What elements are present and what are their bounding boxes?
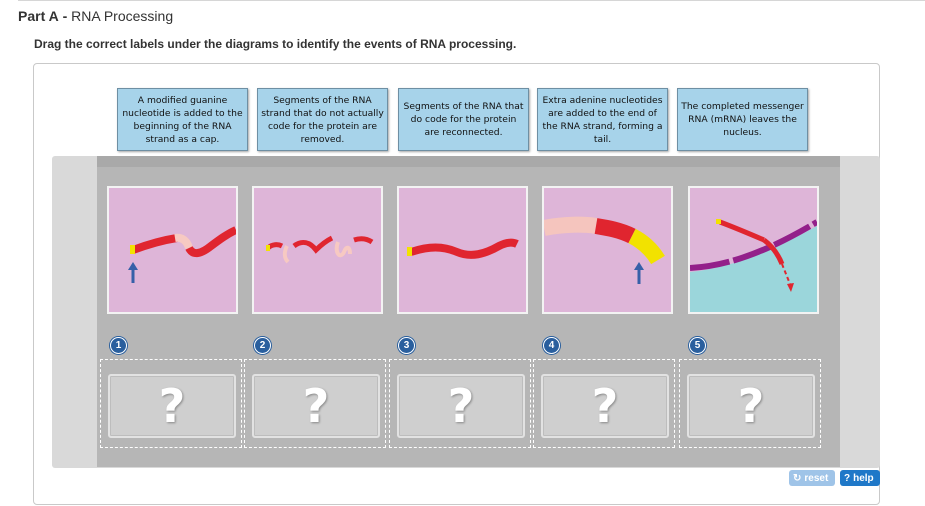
drop-slot[interactable]: ? <box>108 374 236 438</box>
drop-slot[interactable]: ? <box>541 374 669 438</box>
help-icon: ? <box>844 472 851 484</box>
draggable-label-poly-a-tail[interactable]: Extra adenine nucleotides are added to t… <box>537 88 668 151</box>
drop-target-1[interactable]: ? <box>100 359 242 448</box>
draggable-label-cap[interactable]: A modified guanine nucleotide is added t… <box>117 88 248 151</box>
diagram-3-exons-reconnected <box>397 186 528 314</box>
question-mark-icon: ? <box>737 379 765 433</box>
label-tray-shadow <box>97 156 840 167</box>
label-text: The completed messenger RNA (mRNA) leave… <box>681 101 804 138</box>
step-number-1: 1 <box>110 337 127 354</box>
step-number-3: 3 <box>398 337 415 354</box>
question-mark-icon: ? <box>591 379 619 433</box>
question-mark-icon: ? <box>158 379 186 433</box>
drop-target-4[interactable]: ? <box>533 359 675 448</box>
draggable-label-introns-removed[interactable]: Segments of the RNA strand that do not a… <box>257 88 388 151</box>
label-text: A modified guanine nucleotide is added t… <box>122 94 243 145</box>
part-label: Part A <box>18 8 59 24</box>
drop-target-2[interactable]: ? <box>244 359 386 448</box>
question-mark-icon: ? <box>447 379 475 433</box>
reset-button[interactable]: ↻ reset <box>789 470 835 486</box>
step-number-5: 5 <box>689 337 706 354</box>
part-separator: - <box>62 8 68 24</box>
drop-slot[interactable]: ? <box>397 374 525 438</box>
help-button[interactable]: ? help <box>840 470 880 486</box>
instructions: Drag the correct labels under the diagra… <box>34 37 517 51</box>
label-text: Extra adenine nucleotides are added to t… <box>542 94 663 145</box>
step-number-2: 2 <box>254 337 271 354</box>
refresh-icon: ↻ <box>793 472 802 484</box>
diagram-2-introns-removed <box>252 186 383 314</box>
help-label: help <box>853 472 874 484</box>
drop-target-5[interactable]: ? <box>679 359 821 448</box>
draggable-label-mrna-exits[interactable]: The completed messenger RNA (mRNA) leave… <box>677 88 808 151</box>
label-text: Segments of the RNA strand that do not a… <box>261 94 384 145</box>
part-title: Part A - RNA Processing <box>18 8 173 24</box>
draggable-label-exons-reconnected[interactable]: Segments of the RNA that do code for the… <box>398 88 529 151</box>
drop-slot[interactable]: ? <box>687 374 815 438</box>
reset-label: reset <box>804 472 829 484</box>
drop-slot[interactable]: ? <box>252 374 380 438</box>
label-text: Segments of the RNA that do code for the… <box>403 101 524 138</box>
question-mark-icon: ? <box>302 379 330 433</box>
drop-target-3[interactable]: ? <box>389 359 531 448</box>
top-divider <box>18 0 925 1</box>
step-number-4: 4 <box>543 337 560 354</box>
diagram-4-poly-a-tail <box>542 186 673 314</box>
part-name: RNA Processing <box>71 8 174 24</box>
diagram-5-mrna-exits <box>688 186 819 314</box>
diagram-1-cap <box>107 186 238 314</box>
